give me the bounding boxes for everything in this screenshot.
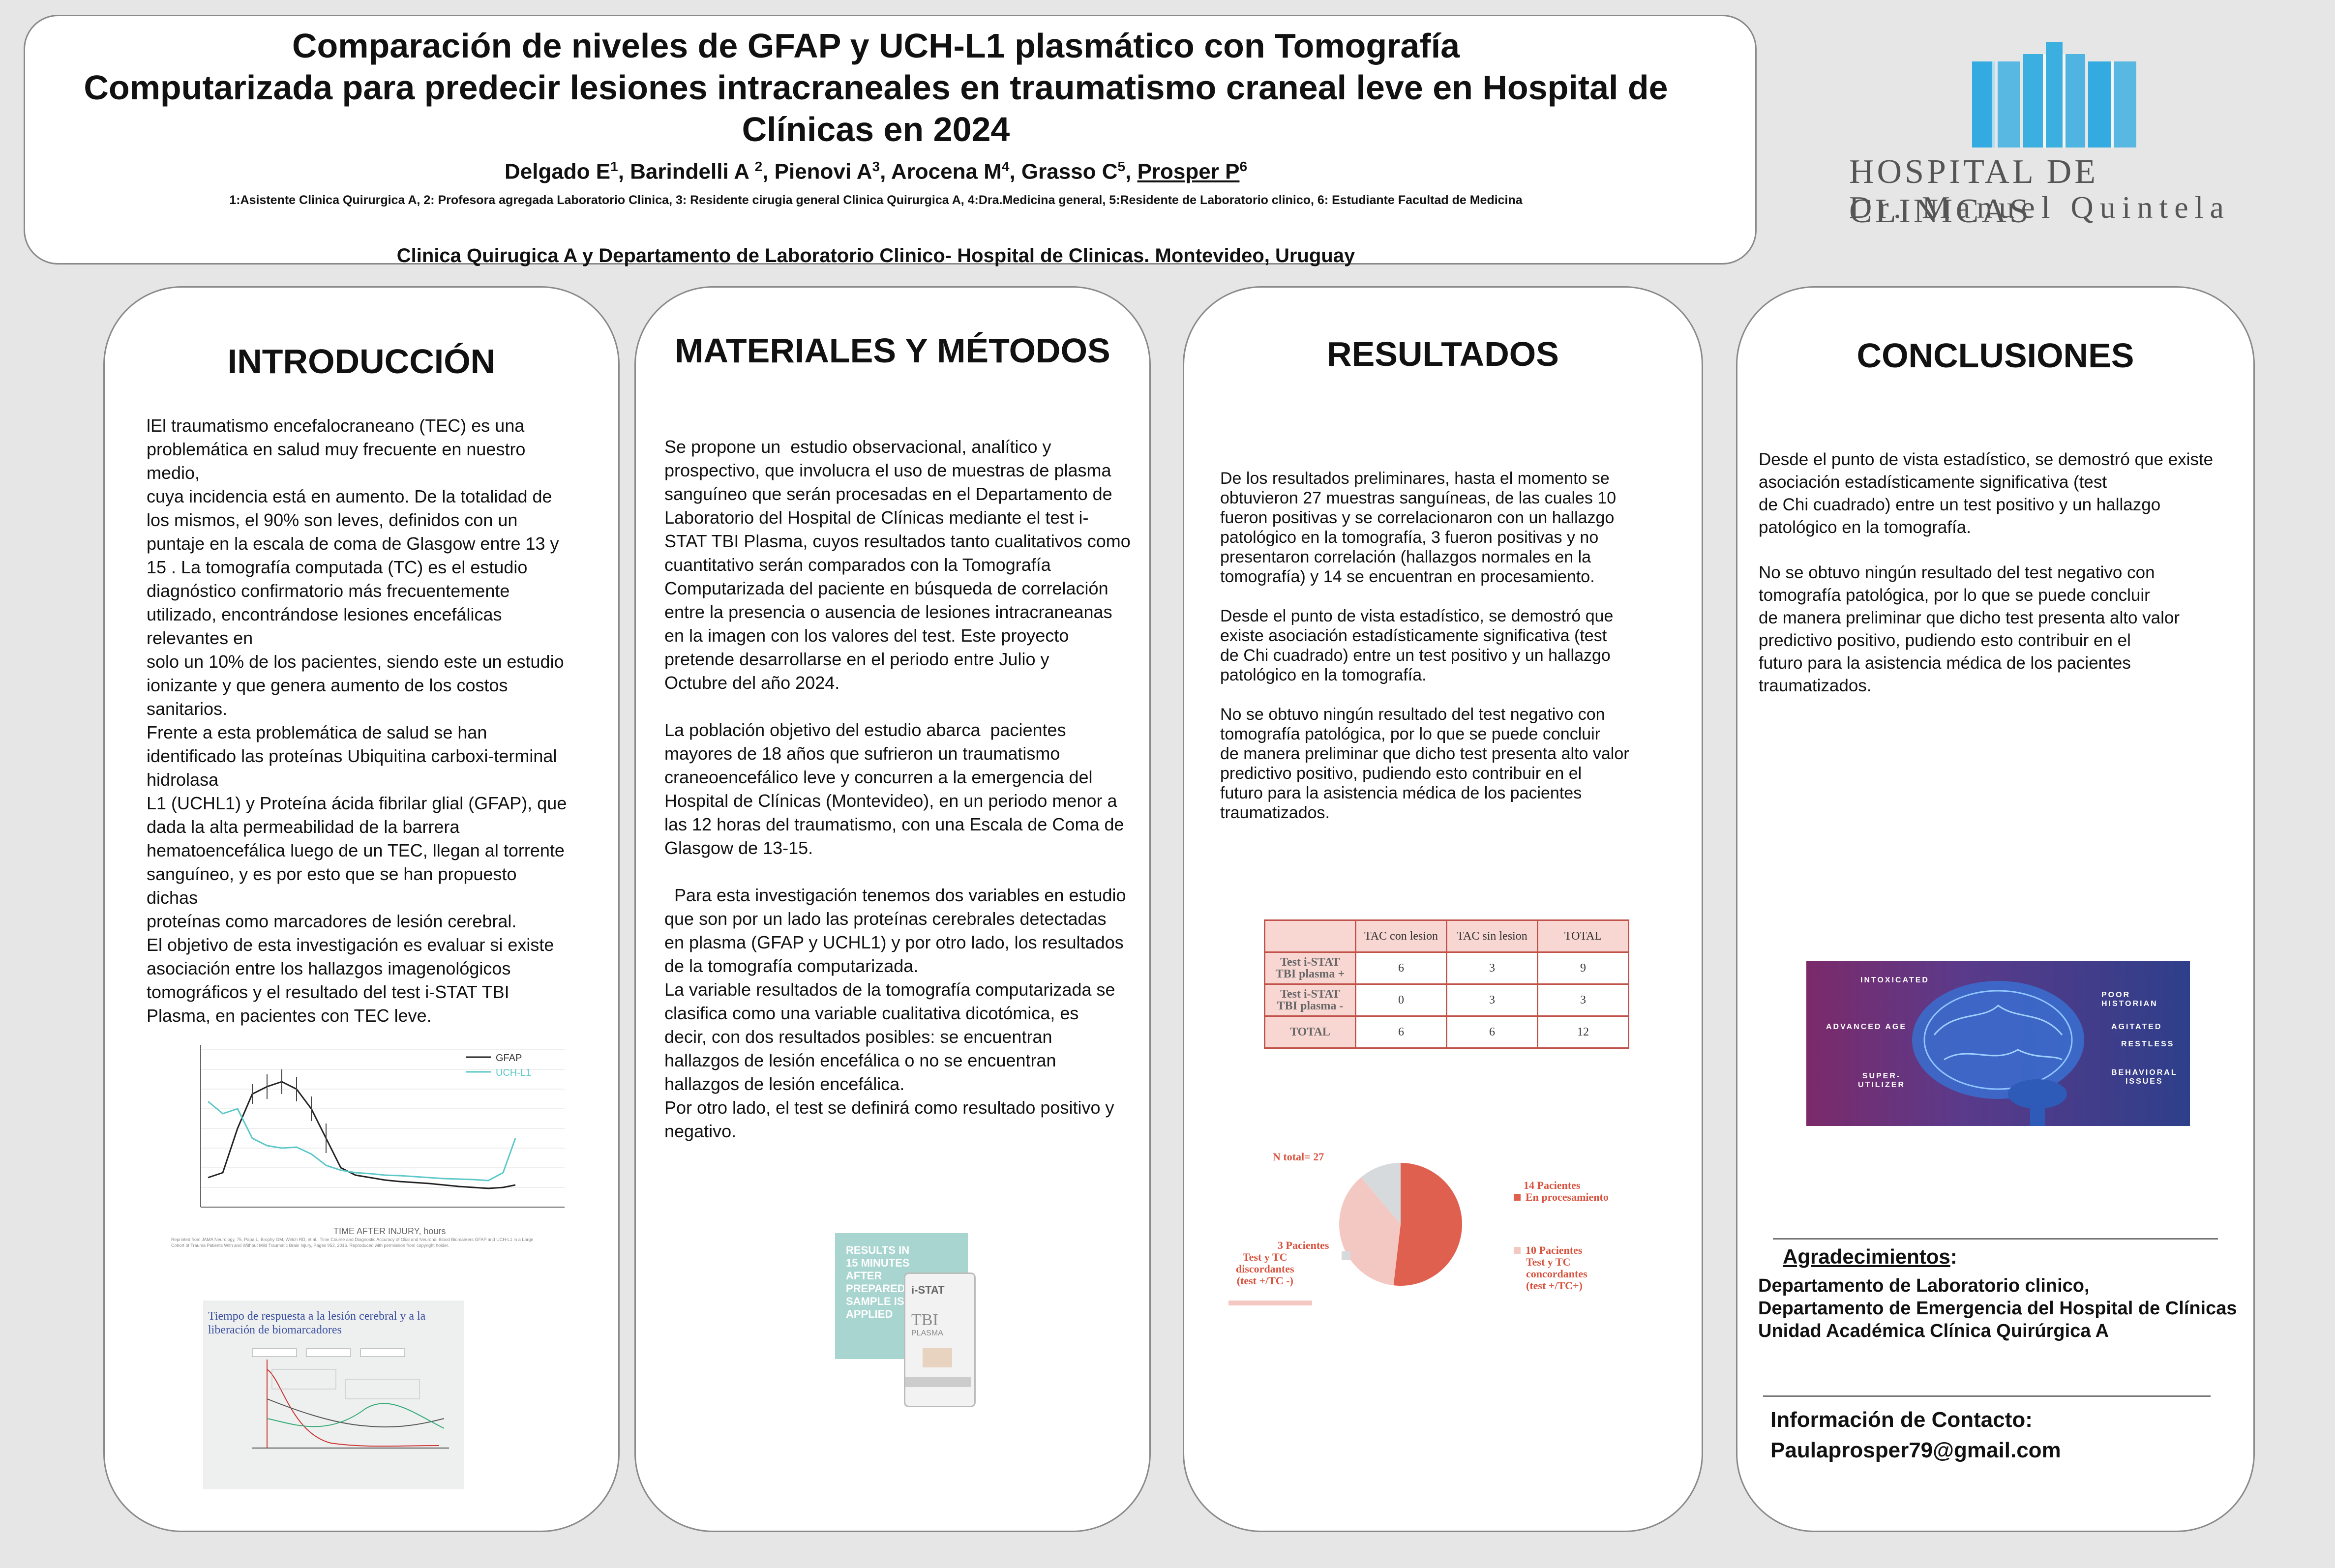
pie-legend-0: En procesamiento — [1514, 1191, 1609, 1204]
biomarker-line-chart: GFAP UCH-L1 TIME AFTER INJURY, hours — [200, 1045, 565, 1236]
contingency-table: TAC con lesion TAC sin lesion TOTAL Test… — [1264, 919, 1629, 1049]
institution: Clinica Quirugica A y Departamento de La… — [396, 245, 1355, 266]
pie-legend-2: Test y TC discordantes (test +/TC -) — [1236, 1251, 1294, 1287]
ack-divider-top — [1773, 1238, 2218, 1240]
table-row: Test i-STAT TBI plasma + 6 3 9 — [1264, 951, 1629, 985]
conclusions-title: CONCLUSIONES — [1856, 336, 2134, 375]
logo-line1: HOSPITAL DE CLINICAS — [1849, 153, 2098, 230]
pie-legend-1: Test y TC concordantes (test +/TC+) — [1526, 1256, 1587, 1292]
brain-label-restless: RESTLESS — [2121, 1040, 2175, 1048]
brain-label-advanced-age: ADVANCED AGE — [1826, 1023, 1907, 1031]
conclusions-panel: CONCLUSIONES Desde el punto de vista est… — [1736, 286, 2255, 1532]
pie-slice-2 — [1361, 1163, 1401, 1224]
presenting-author: Prosper P — [1137, 159, 1240, 184]
legend-swatch-1 — [1514, 1247, 1521, 1254]
table-row: Test i-STAT TBI plasma - 0 3 3 — [1264, 983, 1629, 1017]
results-text: De los resultados preliminares, hasta el… — [1220, 469, 1629, 822]
biomarker-time-course-figure: GFAP UCH-L1 TIME AFTER INJURY, hours Rep… — [171, 1040, 574, 1266]
figure-caption: Reprinted from JAMA Neurology, 75, Papa … — [171, 1237, 534, 1248]
pie-label-count-1: 10 Pacientes — [1514, 1244, 1582, 1257]
brain-label-intoxicated: INTOXICATED — [1860, 976, 1929, 984]
contact-block: Información de Contacto: Paulaprosper79@… — [1770, 1405, 2061, 1466]
results-pie-chart: N total= 27 14 Pacientes En procesamient… — [1219, 1151, 1622, 1337]
intro-title: INTRODUCCIÓN — [227, 342, 496, 381]
pie-label-count-0: 14 Pacientes — [1524, 1179, 1581, 1191]
istat-panel-text: RESULTS IN 15 MINUTES AFTER PREPARED SAM… — [846, 1244, 910, 1320]
brain-label-behavioral-issues: BEHAVIORAL ISSUES — [2111, 1068, 2178, 1086]
pie-decor-bar — [1228, 1301, 1312, 1305]
brain-label-poor-historian: POOR HISTORIAN — [2101, 991, 2158, 1008]
legend-gfap: GFAP — [496, 1053, 522, 1064]
istat-device: i-STAT TBI PLASMA — [904, 1272, 976, 1407]
pie-slice-0 — [1393, 1163, 1462, 1286]
brain-illustration — [1912, 981, 2084, 1126]
contact-title: Información de Contacto: — [1770, 1408, 2033, 1432]
x-axis-label: TIME AFTER INJURY, hours — [333, 1226, 446, 1236]
legend-swatch-0 — [1514, 1194, 1521, 1201]
gfap-series-line — [208, 1081, 516, 1189]
brain-label-super-utilizer: SUPER- UTILIZER — [1858, 1072, 1905, 1089]
methods-text: Se propone un estudio observacional, ana… — [664, 437, 1131, 1141]
results-panel: RESULTADOS De los resultados preliminare… — [1183, 286, 1703, 1532]
ack-title: Agradecimientos: — [1783, 1245, 1957, 1268]
intro-text: lEl traumatismo encefalocraneano (TEC) e… — [147, 415, 567, 1026]
response-figure-graphic — [252, 1348, 449, 1449]
pie-label-count-2: 3 Pacientes — [1278, 1239, 1329, 1251]
istat-brand: i-STAT — [911, 1284, 945, 1296]
uchl1-series-line — [208, 1100, 516, 1182]
legend-uchl1: UCH-L1 — [496, 1067, 531, 1078]
ack-text: Departamento de Laboratorio clinico, Dep… — [1758, 1275, 2237, 1341]
intro-panel: INTRODUCCIÓN lEl traumatismo encefalocra… — [103, 286, 620, 1532]
brain-risk-factors-figure: INTOXICATED POOR HISTORIAN ADVANCED AGE … — [1806, 961, 2190, 1126]
logo-line2: Dr. Manuel Quintela — [1849, 190, 2230, 225]
methods-title: MATERIALES Y MÉTODOS — [675, 331, 1110, 370]
response-figure-title: Tiempo de respuesta a la lesión cerebral… — [208, 1310, 426, 1336]
pie-title: N total= 27 — [1273, 1151, 1324, 1163]
hospital-logo: HOSPITAL DE CLINICAS Dr. Manuel Quintela — [1820, 42, 2272, 230]
sample-well — [923, 1348, 952, 1367]
ack-divider-bottom — [1763, 1395, 2211, 1397]
author-list: Delgado E1, Barindelli A 2, Pienovi A3, … — [504, 159, 1248, 184]
pie-svg — [1339, 1163, 1462, 1286]
brain-label-agitated: AGITATED — [2111, 1023, 2162, 1031]
hospital-logo-mark — [1972, 42, 2136, 148]
legend-swatch-2 — [1342, 1251, 1350, 1260]
pie-slice-1 — [1339, 1177, 1401, 1286]
header-panel: Comparación de niveles de GFAP y UCH-L1 … — [24, 15, 1757, 266]
contact-email[interactable]: Paulaprosper79@gmail.com — [1770, 1438, 2061, 1462]
poster-title: Comparación de niveles de GFAP y UCH-L1 … — [84, 27, 1668, 148]
table-header-row: TAC con lesion TAC sin lesion TOTAL — [1264, 919, 1629, 953]
affiliations: 1:Asistente Clinica Quirurgica A, 2: Pro… — [229, 193, 1523, 207]
methods-panel: MATERIALES Y MÉTODOS Se propone un estud… — [634, 286, 1151, 1532]
conclusions-text: Desde el punto de vista estadístico, se … — [1759, 450, 2214, 695]
results-title: RESULTADOS — [1327, 335, 1559, 373]
table-row: TOTAL 6 6 12 — [1264, 1015, 1629, 1049]
istat-device-figure: RESULTS IN 15 MINUTES AFTER PREPARED SAM… — [835, 1233, 997, 1407]
response-time-figure: Tiempo de respuesta a la lesión cerebral… — [203, 1301, 464, 1489]
